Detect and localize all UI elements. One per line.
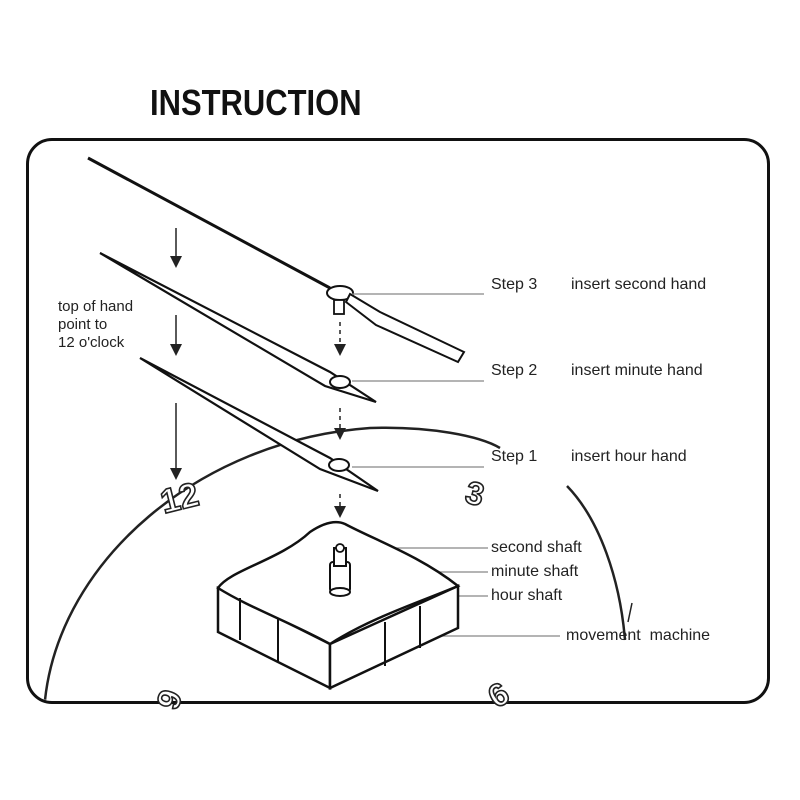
hour-shaft-label: hour shaft <box>491 587 563 604</box>
note-line-2: point to <box>58 316 108 333</box>
step-1-text: insert hour hand <box>571 448 687 465</box>
step-1-label: Step 1 <box>491 448 538 465</box>
orientation-note: top of hand point to 12 o'clock <box>58 298 133 352</box>
instruction-panel <box>26 138 770 704</box>
page-title: INSTRUCTION <box>150 82 362 123</box>
hour-hand <box>139 357 379 493</box>
movement-machine-label: movement machine <box>566 627 711 644</box>
second-hand <box>87 156 466 364</box>
step-2-text: insert minute hand <box>571 362 703 379</box>
note-line-3: 12 o'clock <box>58 334 125 351</box>
clock-dial-outline <box>43 426 501 701</box>
numeral-3: 3 <box>462 474 488 513</box>
clock-dial-outline-right <box>566 485 627 641</box>
second-shaft-label: second shaft <box>491 539 582 556</box>
minute-shaft-label: minute shaft <box>491 563 579 580</box>
step-3-label: Step 3 <box>491 276 538 293</box>
movement-machine <box>216 520 461 691</box>
numeral-6: 6 <box>482 675 515 715</box>
step-2-label: Step 2 <box>491 362 538 379</box>
note-line-1: top of hand <box>58 298 134 315</box>
minute-hand <box>99 252 377 404</box>
step-3-text: insert second hand <box>571 276 707 293</box>
numeral-9: 9 <box>149 685 189 714</box>
